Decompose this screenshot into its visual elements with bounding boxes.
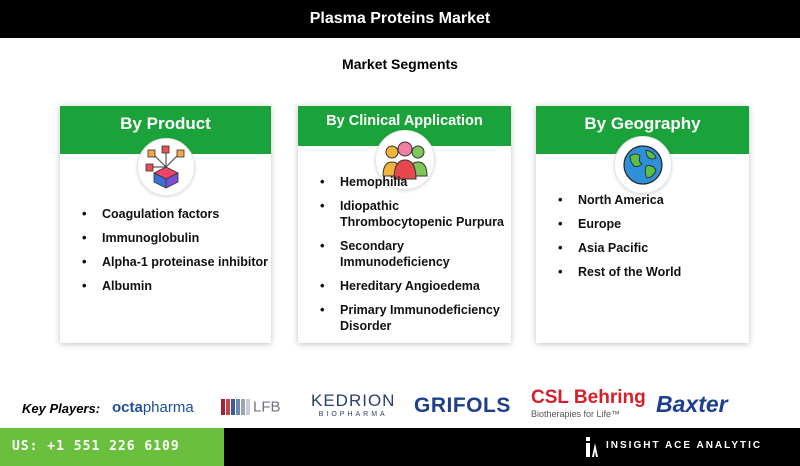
list-item: Hereditary Angioedema bbox=[320, 278, 511, 294]
segment-card-header: By Clinical Application bbox=[298, 106, 511, 146]
list-item: Immunoglobulin bbox=[82, 230, 268, 246]
baxter-logo: Baxter bbox=[656, 391, 728, 417]
list-item: Coagulation factors bbox=[82, 206, 268, 222]
list-item: Albumin bbox=[82, 278, 268, 294]
page-title-bar: Plasma Proteins Market bbox=[0, 0, 800, 38]
list-item: Idiopathic Thrombocytopenic Purpura bbox=[320, 198, 510, 230]
segment-title: By Clinical Application bbox=[326, 113, 483, 129]
segment-list: Coagulation factors Immunoglobulin Alpha… bbox=[60, 206, 268, 302]
brand-name: INSIGHT ACE ANALYTIC bbox=[606, 440, 763, 451]
kedrion-logo: KEDRION BIOPHARMA bbox=[311, 391, 396, 418]
list-item: Primary Immunodeficiency Disorder bbox=[320, 302, 505, 334]
list-item: Secondary Immunodeficiency bbox=[320, 238, 511, 270]
list-item: North America bbox=[558, 192, 681, 208]
key-players-row: Key Players: octapharma LFB KEDRION BIOP… bbox=[0, 387, 800, 424]
product-cube-icon bbox=[136, 138, 195, 196]
lfb-logo: LFB bbox=[221, 398, 281, 416]
grifols-logo: GRIFOLS bbox=[414, 394, 511, 417]
list-item: Europe bbox=[558, 216, 681, 232]
key-players-label: Key Players: bbox=[22, 401, 101, 416]
list-item: Hemophilia bbox=[320, 174, 511, 190]
section-subtitle: Market Segments bbox=[342, 56, 458, 72]
segment-title: By Geography bbox=[584, 114, 701, 133]
segment-card-product: By Product Coagulation factors Immunoglo… bbox=[60, 106, 271, 343]
segment-list: North America Europe Asia Pacific Rest o… bbox=[536, 192, 681, 288]
segment-card-clinical-application: By Clinical Application Hemophilia Idiop… bbox=[298, 106, 511, 343]
csl-behring-logo: CSL Behring Biotherapies for Life™ bbox=[531, 387, 646, 419]
octapharma-logo: octapharma bbox=[112, 399, 194, 416]
globe-icon bbox=[613, 136, 672, 194]
insight-ace-logo-icon bbox=[586, 437, 598, 457]
segment-list: Hemophilia Idiopathic Thrombocytopenic P… bbox=[298, 174, 511, 342]
phone-number: US: +1 551 226 6109 bbox=[0, 428, 224, 466]
list-item: Alpha-1 proteinase inhibitor bbox=[82, 254, 268, 270]
page-title: Plasma Proteins Market bbox=[309, 10, 491, 27]
segment-card-geography: By Geography North America Europe Asia P… bbox=[536, 106, 749, 343]
list-item: Rest of the World bbox=[558, 264, 681, 280]
list-item: Asia Pacific bbox=[558, 240, 681, 256]
segment-title: By Product bbox=[120, 114, 211, 133]
footer-bar: US: +1 551 226 6109 INSIGHT ACE ANALYTIC bbox=[0, 428, 800, 466]
